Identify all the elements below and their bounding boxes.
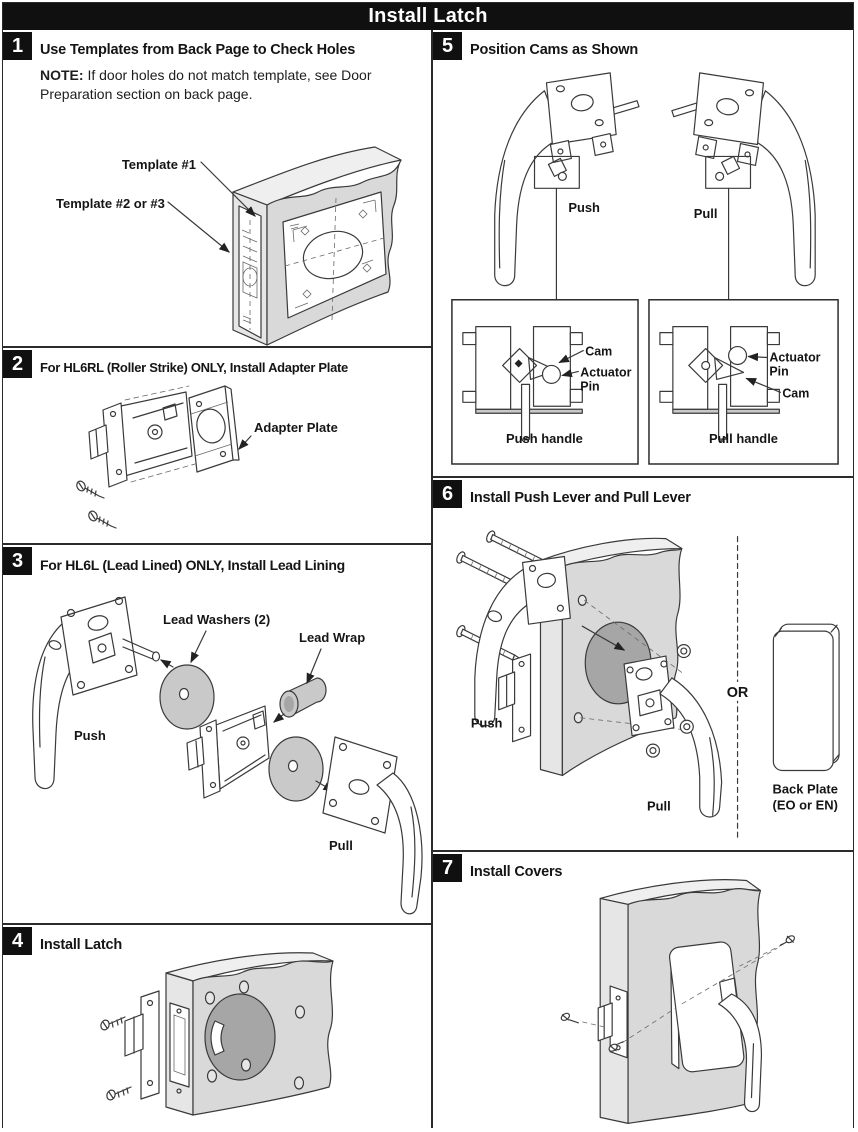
columns: Template #1 Template #2 or #3 1 Use Temp…	[3, 30, 853, 1128]
screws	[76, 480, 117, 529]
step-4-section: 4 Install Latch	[3, 925, 431, 1128]
left-column: Template #1 Template #2 or #3 1 Use Temp…	[3, 30, 433, 1128]
pull-label: Pull	[329, 838, 353, 853]
actuator-label: Actuator	[580, 365, 631, 379]
door-corner-drawing	[232, 146, 402, 346]
lead-washer-1	[159, 659, 215, 730]
pin-label: Pin	[580, 379, 599, 393]
template1-callout: Template #1	[122, 157, 256, 217]
latch-body-drawing	[186, 705, 270, 799]
step-6-diagram: Push	[456, 530, 840, 842]
step-3-badge: 3	[3, 547, 32, 575]
back-plate-label-line2: (EO or EN)	[773, 797, 838, 812]
lead-washer-2	[268, 736, 335, 802]
actuator-pin-shape	[727, 345, 748, 366]
cam-label: Cam	[782, 386, 809, 400]
pull-handle-caption: Pull handle	[709, 431, 778, 446]
step-2-badge: 2	[3, 350, 32, 378]
actuator-label: Actuator	[769, 350, 820, 364]
adapter-plate-callout: Adapter Plate	[238, 420, 338, 450]
cover-screws	[560, 935, 796, 1052]
screws	[100, 1016, 132, 1101]
pull-label: Pull	[694, 206, 718, 221]
or-label-bg	[721, 681, 754, 701]
right-column: Push	[433, 30, 853, 1128]
lead-wrap-callout: Lead Wrap	[299, 630, 365, 685]
step-4-badge: 4	[3, 927, 32, 955]
step-3-diagram: Push Lead Washers (2)	[32, 596, 423, 915]
step-6-section: Push	[433, 478, 853, 852]
push-lever-drawing	[474, 555, 571, 727]
push-handle-caption: Push handle	[506, 431, 583, 446]
push-label: Push	[74, 728, 106, 743]
step-1-diagram: Template #1 Template #2 or #3	[56, 146, 402, 346]
step-7-section: 7 Install Covers	[433, 852, 853, 1128]
step-5-diagram: Push	[451, 72, 839, 465]
latch-drawing	[597, 985, 628, 1059]
step-2-heading: For HL6RL (Roller Strike) ONLY, Install …	[40, 360, 348, 375]
step-6-badge: 6	[433, 480, 462, 508]
pull-label: Pull	[647, 798, 671, 813]
step-3-heading: For HL6L (Lead Lined) ONLY, Install Lead…	[40, 557, 345, 573]
note-text: If door holes do not match template, see…	[40, 67, 372, 102]
adapter-plate-label: Adapter Plate	[254, 420, 338, 435]
pin-label: Pin	[769, 364, 788, 378]
pull-handle-top-drawing	[671, 72, 816, 301]
step-3-section: Push Lead Washers (2)	[3, 545, 431, 925]
edge-template	[238, 205, 262, 339]
step-7-heading: Install Covers	[470, 864, 563, 880]
actuator-pin-shape	[541, 364, 561, 384]
step-5-badge: 5	[433, 32, 462, 60]
pull-handle-drawing	[322, 736, 423, 915]
push-label: Push	[471, 716, 503, 731]
push-handle-top-drawing	[494, 72, 640, 301]
step-5-section: Push	[433, 30, 853, 478]
push-handle-detail-box: Cam Actuator Pin Push handle	[451, 299, 639, 465]
cover-drawing	[668, 941, 745, 1073]
latch-assembly-drawing	[88, 385, 196, 488]
template23-label: Template #2 or #3	[56, 196, 165, 211]
note-label: NOTE:	[40, 67, 84, 83]
step-4-diagram	[100, 952, 334, 1116]
latch-drawing	[124, 990, 190, 1100]
template1-label: Template #1	[122, 157, 196, 172]
step-1-badge: 1	[3, 32, 32, 60]
back-plate-label-line1: Back Plate	[773, 781, 838, 796]
handle-drawing	[718, 993, 763, 1113]
step-7-badge: 7	[433, 854, 462, 882]
template23-callout: Template #2 or #3	[56, 196, 230, 253]
nuts	[645, 643, 694, 758]
cam-shape	[688, 347, 745, 383]
step-2-section: Adapter Plate 2 For HL6RL (Roller Strike…	[3, 348, 431, 545]
lead-wrap-label: Lead Wrap	[299, 630, 365, 645]
lead-washers-callout: Lead Washers (2)	[163, 612, 270, 664]
step-1-heading: Use Templates from Back Page to Check Ho…	[40, 42, 356, 58]
push-label: Push	[568, 200, 600, 215]
page-title: Install Latch	[3, 3, 853, 30]
latch-drawing	[498, 653, 532, 743]
pull-lever-drawing	[623, 643, 723, 818]
pull-handle-detail-box: Actuator Pin Cam Pull handle	[648, 299, 839, 465]
step-7-diagram	[560, 879, 796, 1124]
step-4-heading: Install Latch	[40, 937, 122, 953]
step-5-heading: Position Cams as Shown	[470, 42, 639, 58]
cam-label: Cam	[585, 345, 612, 359]
push-handle-drawing	[32, 596, 161, 790]
step-6-heading: Install Push Lever and Pull Lever	[470, 490, 691, 506]
or-label: OR	[727, 685, 749, 701]
face-template	[282, 191, 387, 321]
lead-wrap-drawing	[273, 677, 327, 723]
step-1-section: Template #1 Template #2 or #3 1 Use Temp…	[3, 30, 431, 348]
step-1-note: NOTE: If door holes do not match templat…	[40, 66, 385, 104]
step-2-diagram: Adapter Plate	[76, 385, 338, 529]
door-block-drawing	[165, 952, 334, 1116]
lead-washers-label: Lead Washers (2)	[163, 612, 270, 627]
adapter-plate-drawing	[188, 385, 240, 473]
back-plate-drawing	[772, 623, 840, 772]
